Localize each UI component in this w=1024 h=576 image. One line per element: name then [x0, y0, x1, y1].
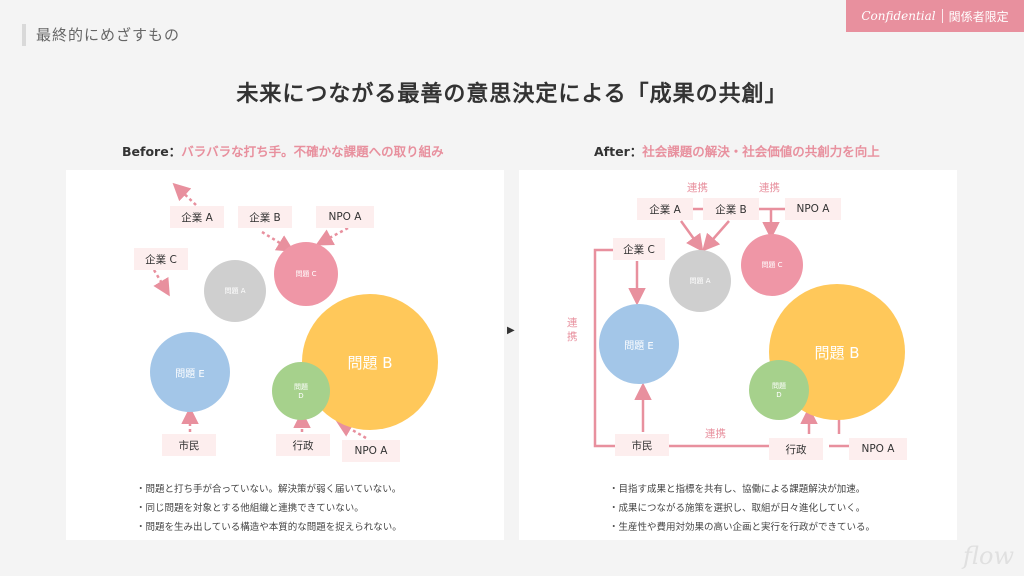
- page-title: 未来につながる最善の意思決定による「成果の共創」: [236, 82, 788, 107]
- tag-company-c: 企業 C: [613, 238, 665, 260]
- tag-company-a: 企業 A: [170, 206, 224, 228]
- tag-company-b: 企業 B: [238, 206, 292, 228]
- circle-problem-a: 問題 A: [204, 260, 266, 322]
- after-note: ・生産性や費用対効果の高い企画と実行を行政ができている。: [609, 522, 876, 533]
- arrow-c-to-a: [152, 269, 170, 297]
- arrow-b-to-c: [261, 230, 295, 252]
- after-heading: After：社会課題の解決・社会価値の共創力を向上: [594, 141, 880, 160]
- confidential-label: Confidential: [861, 9, 936, 23]
- arrow-npo-to-c: [315, 226, 349, 246]
- before-notes: ・問題と打ち手が合っていない。解決策が弱く届いていない。 ・同じ問題を対象とする…: [136, 480, 402, 537]
- after-label: After：: [594, 144, 643, 159]
- link-label-left: 連 携: [567, 317, 578, 343]
- transition-arrow-icon: ▶: [507, 325, 515, 336]
- before-panel: 企業 A 企業 B NPO A 企業 C 問題 A 問題 C 問題 B 問題 E…: [66, 170, 504, 540]
- arrow-b-to-probA: [702, 220, 730, 252]
- tag-npo-a-bottom: NPO A: [849, 438, 907, 460]
- confidential-badge: Confidential 関係者限定: [846, 0, 1024, 32]
- link-left-bracket: [593, 248, 629, 448]
- after-note: ・成果につながる施策を選択し、取組が日々進化していく。: [609, 503, 866, 514]
- tag-company-b: 企業 B: [703, 198, 759, 220]
- link-label-top2: 連携: [759, 182, 780, 194]
- arrow-a-to-probA: [679, 220, 704, 253]
- before-note: ・問題と打ち手が合っていない。解決策が弱く届いていない。: [136, 484, 402, 495]
- restricted-label: 関係者限定: [948, 9, 1009, 24]
- tag-npo-a-bottom: NPO A: [342, 440, 400, 462]
- tag-npo-a-top: NPO A: [785, 198, 841, 220]
- flow-logo: flow: [963, 542, 1014, 570]
- tag-gov: 行政: [769, 438, 823, 460]
- before-desc: バラバラな打ち手。不確かな課題への取り組み: [181, 144, 444, 159]
- section-title: 最終的にめざすもの: [36, 26, 181, 44]
- arrow-a-away: [172, 182, 197, 206]
- link-label-bottom: 連携: [705, 428, 726, 440]
- after-desc: 社会課題の解決・社会価値の共創力を向上: [642, 144, 880, 159]
- circle-problem-d: 問題 D: [749, 360, 809, 420]
- tag-citizen: 市民: [615, 434, 669, 456]
- after-arrows: [593, 207, 853, 448]
- tag-company-c: 企業 C: [134, 248, 188, 270]
- section-bar: [22, 24, 26, 46]
- arrow-npo-to-d: [335, 420, 367, 440]
- circle-problem-e: 問題 E: [150, 332, 230, 412]
- before-arrows: [152, 182, 367, 440]
- circle-problem-c: 問題 C: [741, 234, 803, 296]
- link-label-top1: 連携: [687, 182, 708, 194]
- after-panel: 連携 連携 連 携 連携 企業 A 企業 B NPO A 企業 C 問題 A 問…: [519, 170, 957, 540]
- before-label: Before：: [122, 144, 182, 159]
- badge-divider: [941, 9, 943, 23]
- circle-problem-d: 問題 D: [272, 362, 330, 420]
- after-note: ・目指す成果と指標を共有し、協働による課題解決が加速。: [609, 484, 866, 495]
- circle-problem-a: 問題 A: [669, 250, 731, 312]
- tag-company-a: 企業 A: [637, 198, 693, 220]
- before-heading: Before：バラバラな打ち手。不確かな課題への取り組み: [122, 141, 444, 160]
- circle-problem-e: 問題 E: [599, 304, 679, 384]
- tag-npo-a-top: NPO A: [316, 206, 374, 228]
- after-notes: ・目指す成果と指標を共有し、協働による課題解決が加速。 ・成果につながる施策を選…: [609, 480, 875, 537]
- tag-gov: 行政: [276, 434, 330, 456]
- before-note: ・問題を生み出している構造や本質的な問題を捉えられない。: [136, 522, 402, 533]
- tag-citizen: 市民: [162, 434, 216, 456]
- before-note: ・同じ問題を対象とする他組織と連携できていない。: [136, 503, 364, 514]
- circle-problem-c: 問題 C: [274, 242, 338, 306]
